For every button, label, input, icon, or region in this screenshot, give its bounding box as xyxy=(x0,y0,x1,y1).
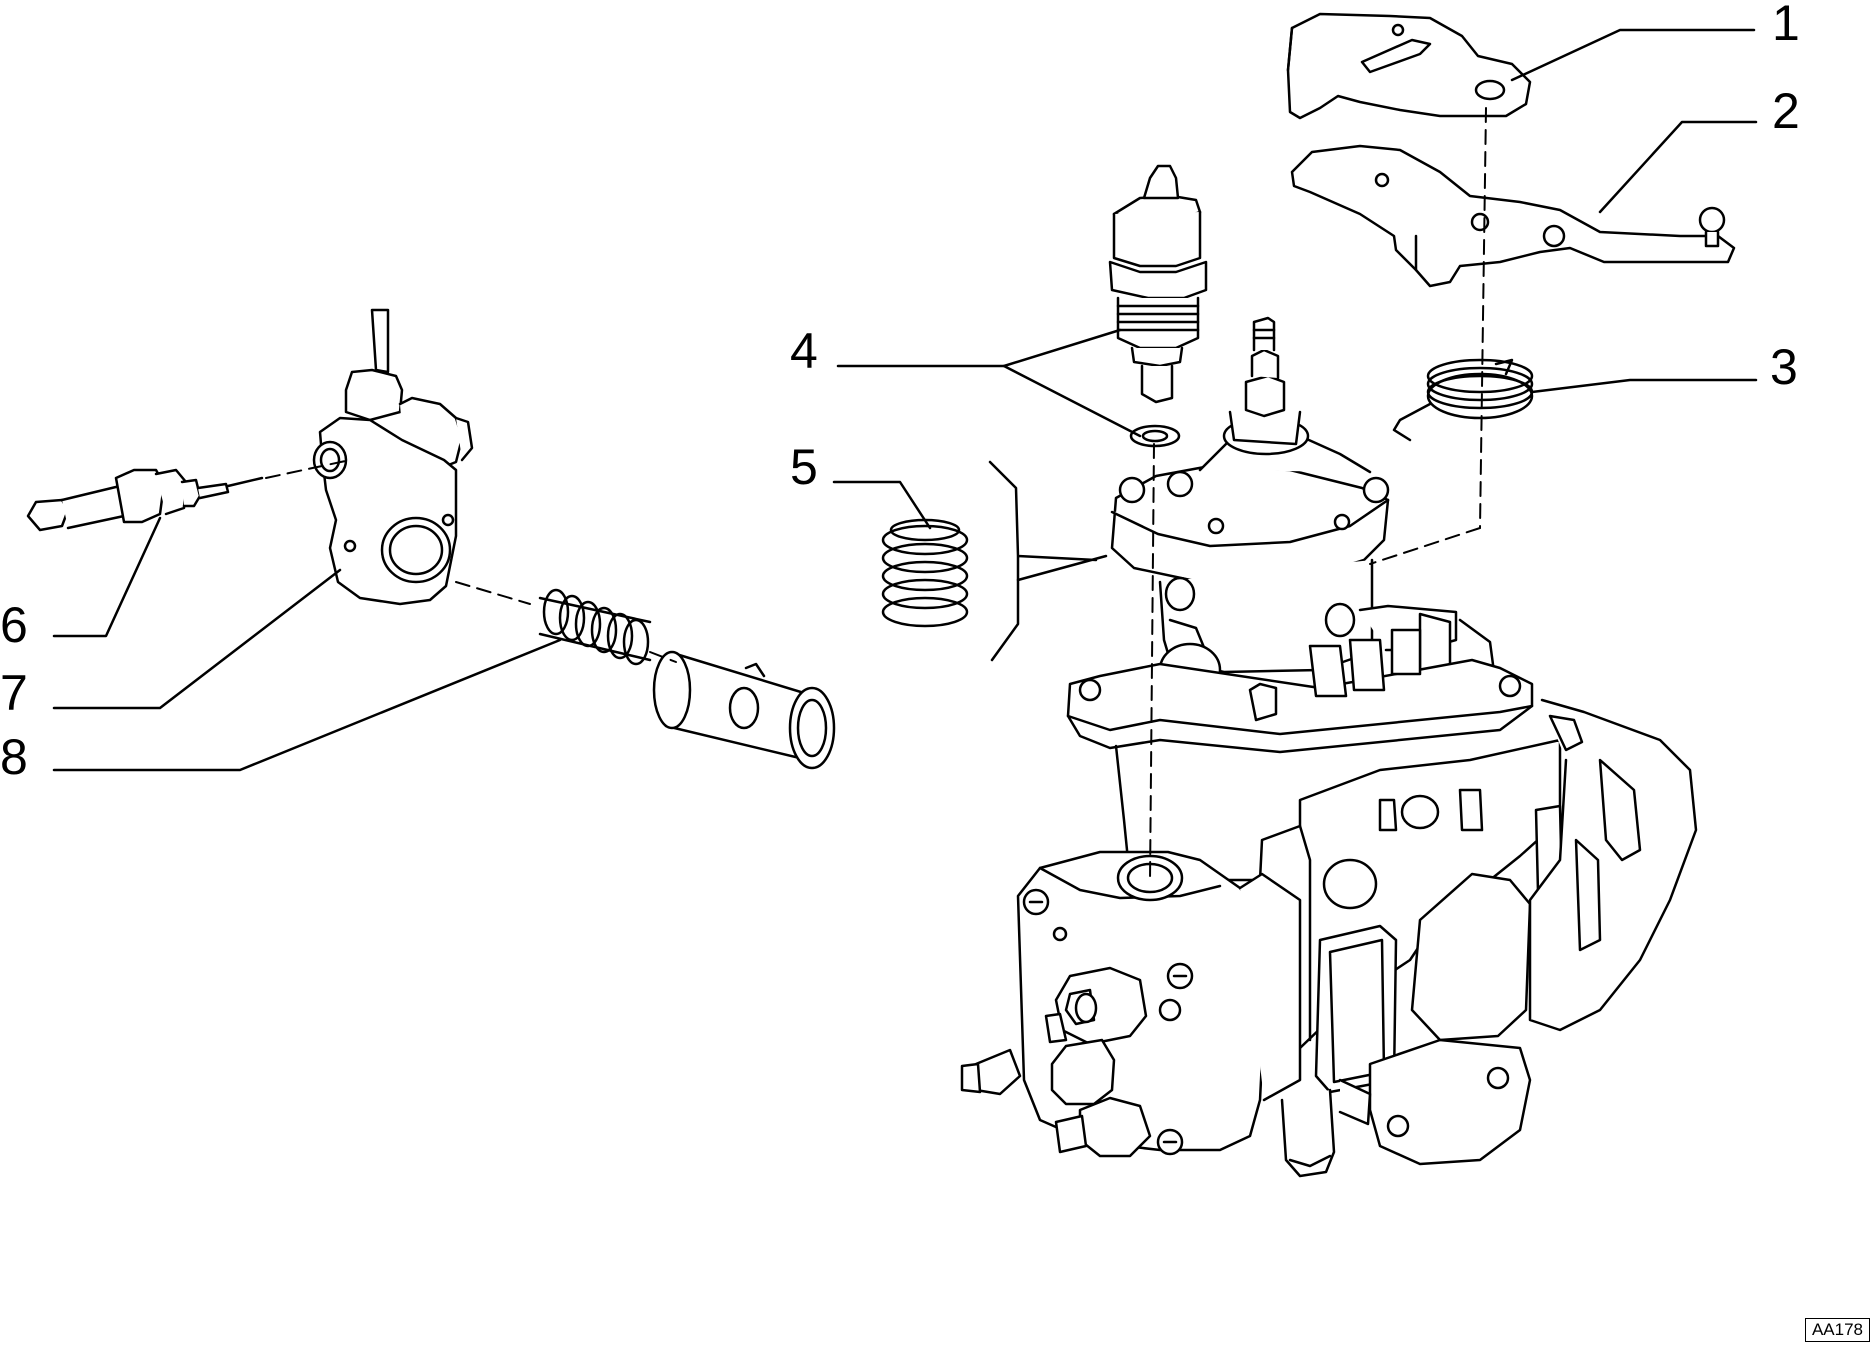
part-8-spring-and-sleeve xyxy=(540,590,834,768)
leader-1 xyxy=(1512,30,1754,80)
part-5-bracket xyxy=(990,462,1096,660)
leader-4b xyxy=(1004,366,1140,436)
callout-3: 3 xyxy=(1770,339,1798,395)
leader-2 xyxy=(1600,122,1756,212)
injection-pump-body xyxy=(962,318,1696,1176)
leader-5 xyxy=(834,482,930,528)
alignment-lines xyxy=(266,108,1486,880)
callout-7: 7 xyxy=(0,665,28,721)
part-7-housing xyxy=(314,310,472,604)
part-5-bracket-pointer xyxy=(1018,556,1106,580)
leader-7 xyxy=(54,570,340,708)
callout-1: 1 xyxy=(1772,0,1800,51)
callout-8: 8 xyxy=(0,729,28,785)
leader-4a xyxy=(838,330,1120,366)
leader-lines xyxy=(54,30,1756,770)
leader-3 xyxy=(1532,380,1756,392)
callout-6: 6 xyxy=(0,597,28,653)
part-1-upper-plate xyxy=(1288,14,1530,118)
part-3-torsion-spring xyxy=(1394,360,1532,440)
leader-8 xyxy=(54,640,560,770)
leader-6 xyxy=(54,518,160,636)
callout-4: 4 xyxy=(790,323,818,379)
part-4-stop-solenoid xyxy=(1110,166,1206,446)
part-2-lever-plate xyxy=(1292,146,1734,286)
callout-2: 2 xyxy=(1772,83,1800,139)
callout-5: 5 xyxy=(790,439,818,495)
part-5-coil-spring xyxy=(883,520,967,626)
figure-reference-code: AA178 xyxy=(1804,1318,1870,1342)
callout-labels: 1 2 3 4 5 6 7 8 xyxy=(0,0,1800,785)
part-6-sensor xyxy=(28,470,262,530)
